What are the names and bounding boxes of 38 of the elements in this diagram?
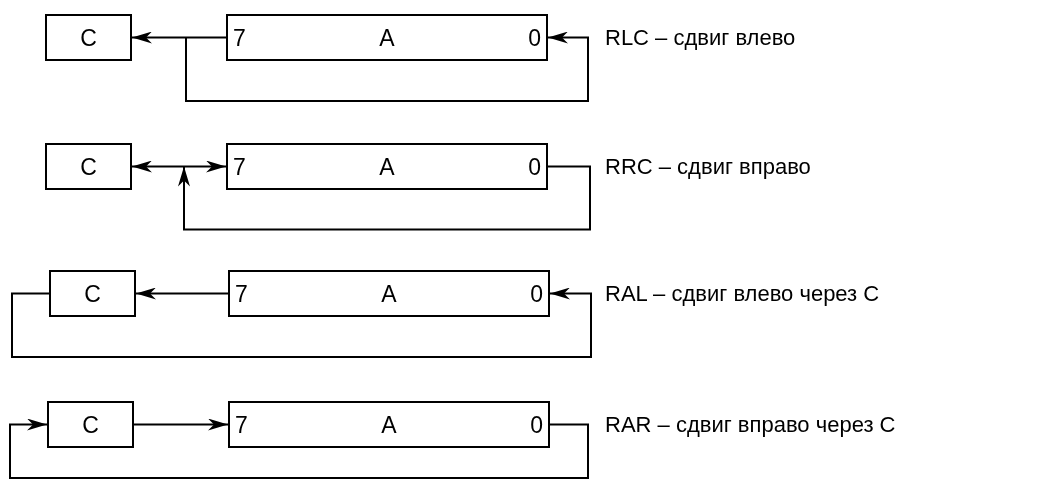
flag-name: C bbox=[82, 413, 99, 436]
bit-number: 0 bbox=[528, 155, 541, 178]
flag-box bbox=[47, 401, 134, 448]
arrow bbox=[185, 31, 589, 102]
register-name: A bbox=[379, 26, 395, 49]
bit-number: 7 bbox=[233, 155, 246, 178]
instruction-description: RAR – сдвиг вправо через C bbox=[605, 412, 896, 438]
instruction-description: RAL – сдвиг влево через C bbox=[605, 281, 880, 307]
connector-line bbox=[178, 165, 591, 231]
arrow bbox=[11, 287, 592, 358]
connector-line bbox=[185, 36, 227, 39]
register-name: A bbox=[379, 155, 395, 178]
register-box bbox=[228, 401, 550, 448]
bit-number: 7 bbox=[235, 282, 248, 305]
register-box bbox=[228, 270, 550, 317]
flag-box bbox=[49, 270, 136, 317]
flag-name: C bbox=[80, 155, 97, 178]
flag-box bbox=[45, 14, 132, 61]
instruction-description: RLC – сдвиг влево bbox=[605, 25, 796, 51]
bit-number: 0 bbox=[530, 282, 543, 305]
arrow bbox=[131, 31, 187, 44]
register-box bbox=[226, 143, 548, 190]
arrow bbox=[133, 418, 229, 431]
bit-number: 0 bbox=[528, 26, 541, 49]
instruction-description: RRC – сдвиг вправо bbox=[605, 154, 811, 180]
flag-name: C bbox=[80, 26, 97, 49]
register-box bbox=[226, 14, 548, 61]
flag-name: C bbox=[84, 282, 101, 305]
bit-number: 0 bbox=[530, 413, 543, 436]
arrow bbox=[135, 287, 229, 300]
arrow bbox=[131, 160, 185, 173]
arrow bbox=[183, 160, 227, 173]
bit-number: 7 bbox=[233, 26, 246, 49]
register-name: A bbox=[381, 282, 397, 305]
arrow bbox=[9, 418, 589, 479]
bit-number: 7 bbox=[235, 413, 248, 436]
register-name: A bbox=[381, 413, 397, 436]
flag-box bbox=[45, 143, 132, 190]
